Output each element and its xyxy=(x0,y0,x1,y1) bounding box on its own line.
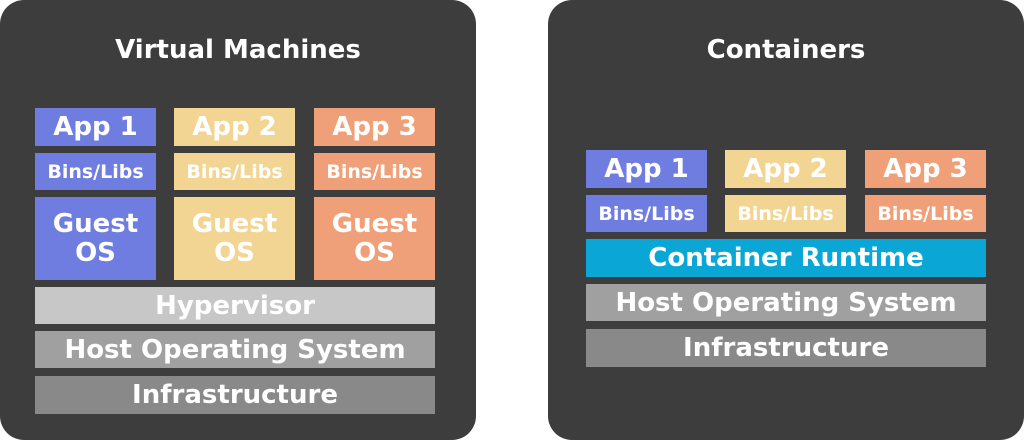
container-host-os: Host Operating System xyxy=(586,284,986,321)
container-bins-libs-2: Bins/Libs xyxy=(725,195,846,232)
virtual-machines-panel: Virtual Machines App 1 App 2 App 3 Bins/… xyxy=(0,0,476,440)
container-runtime: Container Runtime xyxy=(586,239,986,277)
containers-panel: Containers App 1 App 2 App 3 Bins/Libs B… xyxy=(548,0,1024,440)
vm-app-3: App 3 xyxy=(314,108,435,146)
vm-app-1: App 1 xyxy=(35,108,156,146)
vm-bins-libs-3: Bins/Libs xyxy=(314,153,435,190)
container-app-1: App 1 xyxy=(586,150,707,188)
vm-title: Virtual Machines xyxy=(115,35,361,65)
container-bins-libs-3: Bins/Libs xyxy=(865,195,986,232)
vm-hypervisor: Hypervisor xyxy=(35,287,435,324)
container-app-2: App 2 xyxy=(725,150,846,188)
vm-host-os: Host Operating System xyxy=(35,331,435,368)
vm-guest-os-3: Guest OS xyxy=(314,197,435,280)
container-bins-libs-1: Bins/Libs xyxy=(586,195,707,232)
vm-guest-os-1: Guest OS xyxy=(35,197,156,280)
vm-app-2: App 2 xyxy=(174,108,295,146)
vm-guest-os-2: Guest OS xyxy=(174,197,295,280)
guest-os-line-1: Guest xyxy=(52,208,139,239)
guest-os-line-2: OS xyxy=(354,237,395,268)
guest-os-line-2: OS xyxy=(75,237,116,268)
containers-title: Containers xyxy=(706,35,866,65)
container-app-3: App 3 xyxy=(865,150,986,188)
guest-os-line-2: OS xyxy=(214,237,255,268)
container-infrastructure: Infrastructure xyxy=(586,329,986,367)
guest-os-line-1: Guest xyxy=(331,208,418,239)
vm-bins-libs-2: Bins/Libs xyxy=(174,153,295,190)
guest-os-line-1: Guest xyxy=(191,208,278,239)
vm-infrastructure: Infrastructure xyxy=(35,376,435,414)
vm-bins-libs-1: Bins/Libs xyxy=(35,153,156,190)
